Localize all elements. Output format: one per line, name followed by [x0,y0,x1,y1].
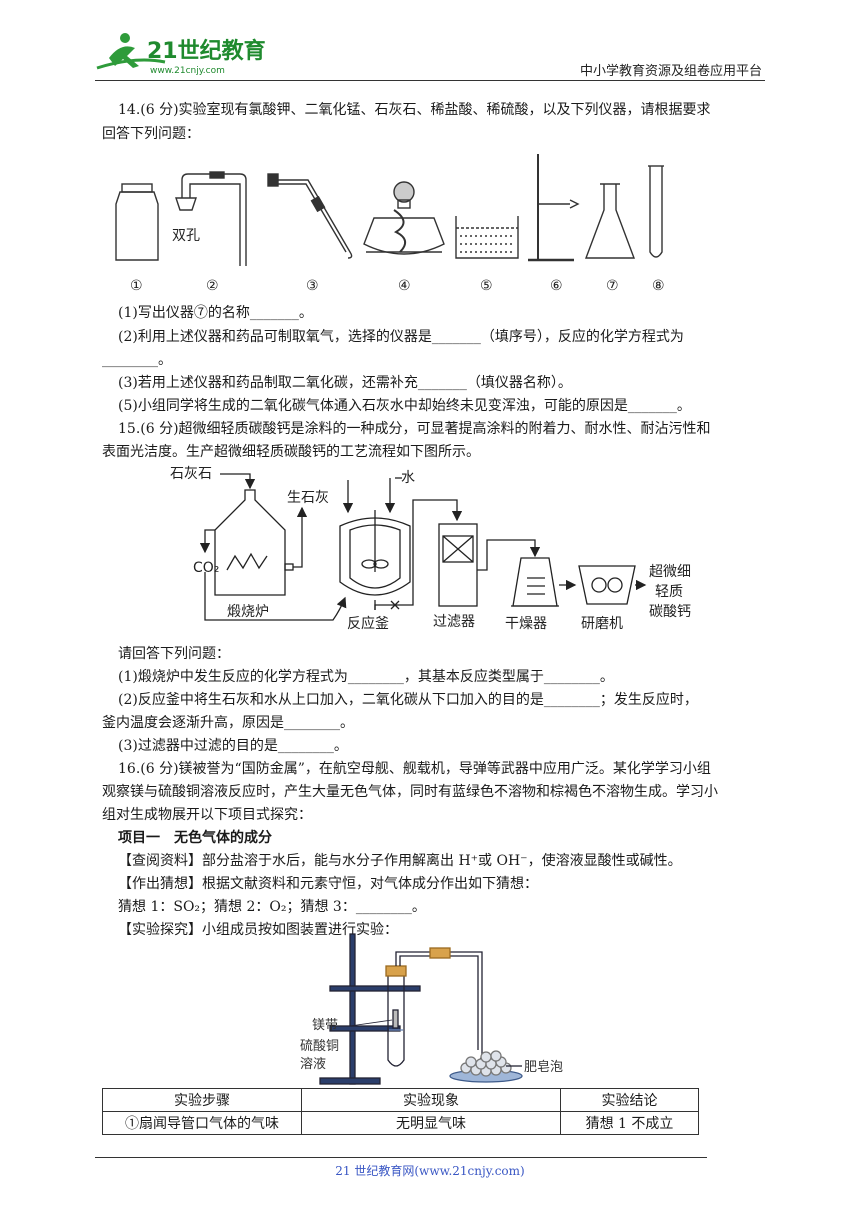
filter-icon [438,523,478,607]
q15-stem-line1: 15.(6 分)超微细轻质碳酸钙是涂料的一种成分，可显著提高涂料的附着力、耐水性… [118,421,711,437]
q16-explore: 【实验探究】小组成员按如图装置进行实验： [118,922,398,938]
flow-label-product-3: 碳酸钙 [649,604,691,620]
q16-stem-line3: 组对生成物展开以下项目式探究： [102,807,312,823]
table-header-conclusion: 实验结论 [560,1088,699,1112]
conical-flask-icon [584,183,636,259]
q14-part1: (1)写出仪器⑦的名称_______。 [118,305,313,321]
iron-stand-icon [319,933,421,1085]
q14-stem-line2: 回答下列问题： [102,126,200,142]
flow-label-dryer: 干燥器 [505,616,547,632]
iron-stand-icon [528,154,580,262]
apparatus-number-2: ② [206,278,219,294]
test-tube-icon [648,165,664,258]
q14-part2-line2: ________。 [102,352,172,368]
q16-guess-intro: 【作出猜想】根据文献资料和元素守恒，对气体成分作出如下猜想： [118,876,538,892]
soap-bubble-dish-icon [449,1050,523,1083]
logo-text: 21世纪教育 [147,38,265,64]
label-double-hole: 双孔 [172,228,200,244]
label-copper-sulfate-2: 溶液 [300,1057,326,1072]
q15-part3: (3)过滤器中过滤的目的是________。 [118,738,348,754]
q15-process-flow-figure: 石灰石 生石灰 水 CO₂ 煅烧炉 反应釜 过滤器 干燥器 研磨机 超微细 轻质… [165,460,710,640]
flow-label-grinder: 研磨机 [581,616,623,632]
platform-name: 中小学教育资源及组卷应用平台 [579,64,762,79]
table-cell-step: ①扇闻导管口气体的气味 [102,1111,302,1135]
runner-logo-icon [96,33,166,70]
alcohol-lamp-icon [363,181,445,255]
apparatus-number-7: ⑦ [606,278,619,294]
q14-part5: (5)小组同学将生成的二氧化碳气体通入石灰水中却始终未见变浑浊，可能的原因是__… [118,398,691,414]
flow-label-water: 水 [401,470,415,486]
table-row: ①扇闻导管口气体的气味 无明显气味 猜想 1 不成立 [102,1111,699,1135]
apparatus-number-3: ③ [306,278,319,294]
apparatus-number-1: ① [130,278,143,294]
q15-part2-line2: 釜内温度会逐渐升高，原因是________。 [102,715,354,731]
q16-info: 【查阅资料】部分盐溶于水后，能与水分子作用解离出 H⁺或 OH⁻，使溶液显酸性或… [118,853,682,869]
stopper-bent-tube-icon [267,173,353,259]
grinder-icon [578,565,636,605]
flow-label-reactor: 反应釜 [347,615,389,632]
flow-label-quicklime: 生石灰 [287,490,329,506]
table-cell-conclusion: 猜想 1 不成立 [560,1111,699,1135]
q16-stem-line2: 观察镁与硫酸铜溶液反应时，产生大量无色气体，同时有蓝绿色不溶物和棕褐色不溶物生成… [102,784,718,800]
q15-ask: 请回答下列问题： [118,646,230,662]
label-magnesium-ribbon: 镁带 [312,1018,338,1033]
table-cell-phenomenon: 无明显气味 [301,1111,561,1135]
flow-label-co2: CO₂ [193,560,219,576]
reaction-kettle-icon [339,510,411,610]
calcining-furnace-icon [214,489,294,596]
q15-part2-line1: (2)反应釜中将生石灰和水从上口加入，二氧化碳从下口加入的目的是________… [118,692,698,708]
footer-text[interactable]: 21 世纪教育网(www.21cnjy.com) [335,1164,525,1178]
experiment-table: 实验步骤 实验现象 实验结论 ①扇闻导管口气体的气味 无明显气味 猜想 1 不成… [102,1088,699,1135]
q16-stem-line1: 16.(6 分)镁被誉为“国防金属”，在航空母舰、舰载机，导弹等武器中应用广泛。… [118,761,711,777]
q16-guesses: 猜想 1：SO₂；猜想 2：O₂；猜想 3：________。 [118,899,426,915]
table-header-phenomenon: 实验现象 [301,1088,561,1112]
apparatus-number-6: ⑥ [550,278,563,294]
flow-label-filter: 过滤器 [433,614,475,630]
apparatus-number-8: ⑧ [652,278,665,294]
apparatus-number-4: ④ [398,278,411,294]
flow-label-product-1: 超微细 [649,564,691,580]
label-copper-sulfate-1: 硫酸铜 [300,1039,339,1054]
table-header-step: 实验步骤 [102,1088,302,1112]
dryer-icon [511,557,559,607]
q15-part1: (1)煅烧炉中发生反应的化学方程式为________，其基本反应类型属于____… [118,669,614,685]
flow-label-product-2: 轻质 [655,584,683,600]
q14-apparatus-figure: 双孔 ① ② ③ ④ ⑤ ⑥ ⑦ ⑧ [100,148,700,298]
two-hole-stopper-tube-icon [175,171,247,266]
label-soap-bubble: 肥皂泡 [524,1060,563,1075]
q14-part3: (3)若用上述仪器和药品制取二氧化碳，还需补充_______（填仪器名称）。 [118,375,572,391]
q14-stem-line1: 14.(6 分)实验室现有氯酸钾、二氧化锰、石灰石、稀盐酸、稀硫酸，以及下列仪器… [118,102,711,118]
site-logo: 21世纪教育 www.21cnjy.com [95,28,266,78]
header-divider [95,80,765,81]
logo-url: www.21cnjy.com [150,66,225,76]
q16-apparatus-figure: 镁带 硫酸铜 溶液 肥皂泡 [300,930,590,1086]
q16-project1-title: 项目一 无色气体的成分 [118,830,272,846]
water-trough-icon [455,216,519,259]
q14-part2-line1: (2)利用上述仪器和药品可制取氧气，选择的仪器是_______（填序号），反应的… [118,329,684,345]
gas-collecting-bottle-icon [115,183,159,261]
delivery-tube-icon [395,947,483,1063]
q15-stem-line2: 表面光洁度。生产超微细轻质碳酸钙的工艺流程如下图所示。 [102,444,480,460]
apparatus-number-5: ⑤ [480,278,493,294]
test-tube-icon [385,965,407,1067]
footer-divider [95,1157,707,1158]
flow-label-furnace: 煅烧炉 [227,604,269,620]
flow-label-limestone: 石灰石 [170,466,212,482]
